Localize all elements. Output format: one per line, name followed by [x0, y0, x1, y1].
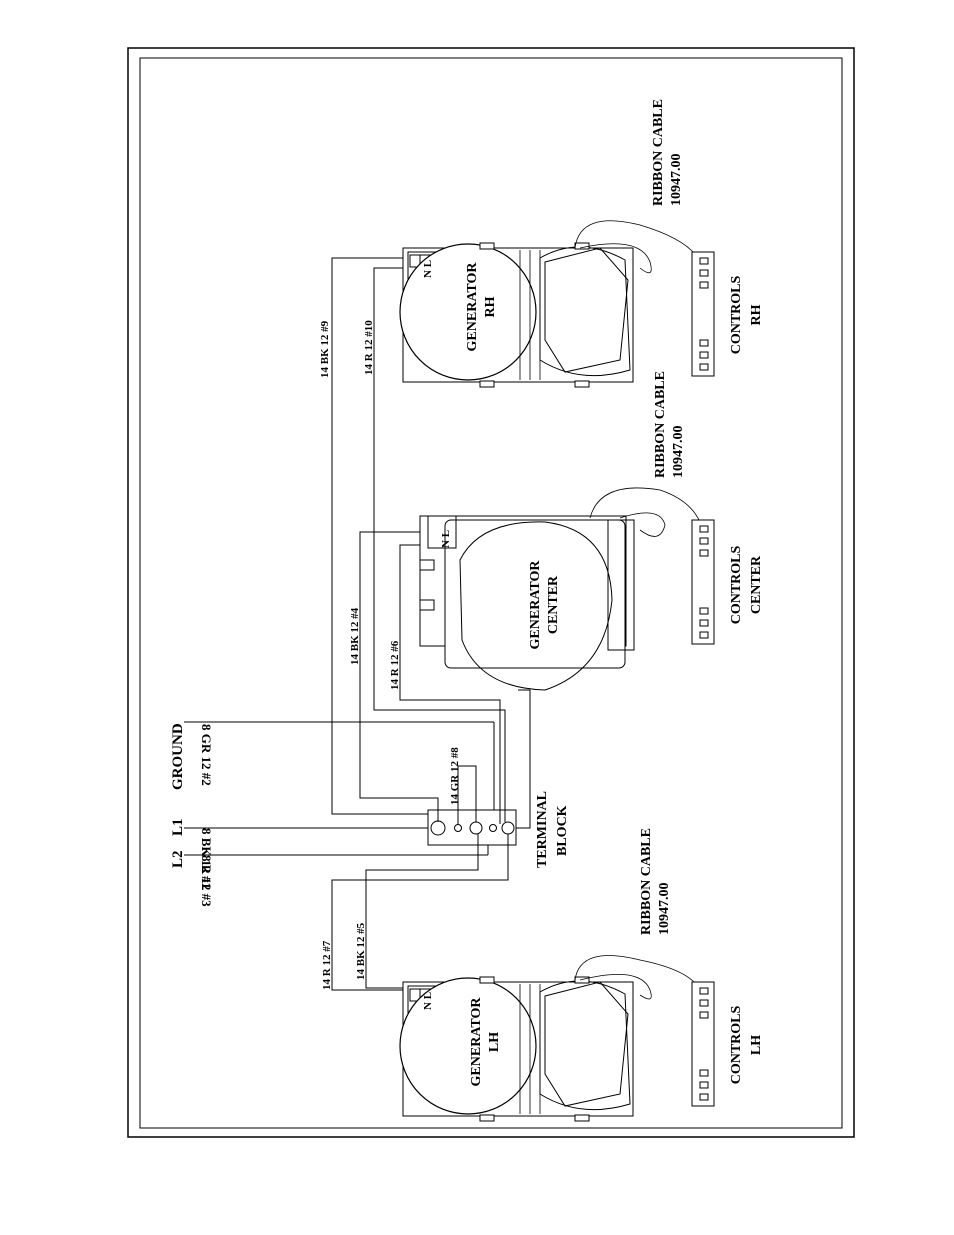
ribbon-lh-label-2: 10947.00 [657, 883, 672, 936]
ribbon-cable-rh [574, 220, 701, 274]
generator-wires [331, 257, 531, 991]
generator-center [419, 515, 635, 691]
generator-lh [399, 976, 634, 1122]
terminal-post-1 [430, 820, 446, 836]
ribbon-rh-label-2: 10947.00 [669, 154, 684, 207]
wire-gr8-label: 14 GR 12 #8 [449, 747, 461, 805]
controls-rh-label-2: RH [749, 304, 764, 325]
terminal-post-3 [469, 821, 483, 835]
controls-center-label-2: CENTER [749, 555, 764, 614]
controls-board-rh [691, 251, 715, 377]
l2-label: L2 [170, 850, 186, 868]
terminal-post-4 [489, 824, 497, 832]
ribbon-lh-label-1: RIBBON CABLE [639, 828, 654, 935]
generator-rh-label-1: GENERATOR [465, 262, 480, 352]
ribbon-center-label-1: RIBBON CABLE [653, 371, 668, 478]
generator-lh-label-2: LH [487, 1032, 502, 1052]
outer-border [127, 47, 855, 1138]
wire-l2-label: 8 R 12 #3 [199, 855, 214, 907]
generator-rh [399, 242, 634, 388]
controls-lh-label-2: LH [749, 1035, 764, 1055]
controls-board-center [691, 519, 715, 645]
ribbon-cable-lh [574, 955, 701, 1000]
wire-lh-blk-label: 14 BK 12 #5 [355, 922, 367, 980]
l1-label: L1 [170, 818, 186, 836]
generator-rh-label-2: RH [483, 296, 498, 317]
wire-ground-label: 8 GR 12 #2 [199, 724, 214, 786]
generator-lh-label-1: GENERATOR [469, 997, 484, 1087]
ribbon-cable-center [589, 487, 701, 537]
controls-center-label-1: CONTROLS [729, 546, 744, 625]
wire-center-blk-label: 14 BK 12 #4 [349, 607, 361, 665]
center-terminal-nl: N L [440, 530, 452, 548]
wire-rh-blk-label: 14 BK 12 #9 [319, 320, 331, 378]
rh-terminal-nl: N L [422, 260, 434, 278]
generator-center-label-1: GENERATOR [528, 560, 543, 650]
ribbon-rh-label-1: RIBBON CABLE [651, 99, 666, 206]
ribbon-center-label-2: 10947.00 [671, 426, 686, 479]
terminal-block-label-1: TERMINAL [535, 791, 550, 868]
ground-label: GROUND [170, 723, 186, 790]
terminal-block [427, 809, 517, 846]
controls-board-lh [691, 981, 715, 1107]
wire-lh-red-label: 14 R 12 #7 [321, 940, 333, 990]
generator-center-label-2: CENTER [546, 575, 561, 634]
wire-center-red-label: 14 R 12 #6 [389, 640, 401, 690]
inner-border [139, 57, 843, 1129]
controls-rh-label-1: CONTROLS [729, 276, 744, 355]
lh-terminal-nl: N L [422, 992, 434, 1010]
terminal-block-label-2: BLOCK [555, 805, 570, 856]
terminal-post-2 [454, 824, 462, 832]
wire-rh-red-label: 14 R 12 #10 [363, 320, 375, 375]
terminal-post-5 [501, 821, 515, 835]
wire-l1-label: 8 BK 12 #1 [199, 828, 214, 889]
controls-lh-label-1: CONTROLS [729, 1006, 744, 1085]
